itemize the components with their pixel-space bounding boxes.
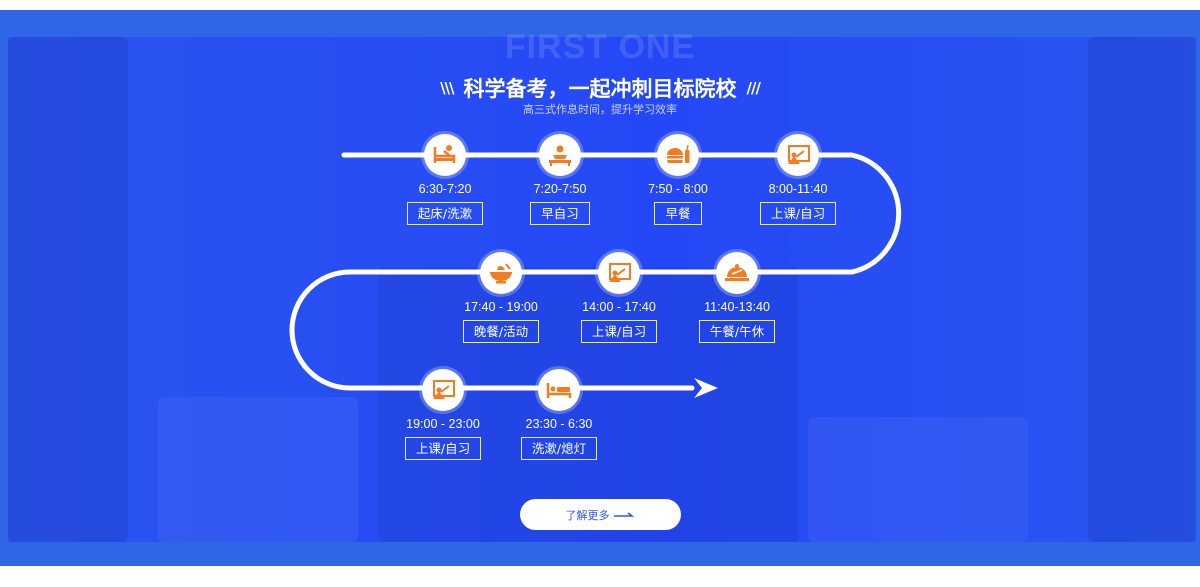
bed-icon bbox=[538, 369, 580, 411]
class-icon bbox=[777, 134, 819, 176]
schedule-label: 上课/自习 bbox=[404, 437, 482, 460]
schedule-label: 上课/自习 bbox=[759, 202, 837, 225]
schedule-time: 11:40-13:40 bbox=[704, 300, 770, 314]
schedule-item-7: 17:40 - 19:00 晚餐/活动 bbox=[436, 252, 566, 343]
lunch-icon bbox=[716, 252, 758, 294]
schedule-label: 上课/自习 bbox=[580, 320, 658, 343]
schedule-item-1: 6:30-7:20 起床/洗漱 bbox=[380, 134, 510, 225]
schedule-item-4: 8:00-11:40 上课/自习 bbox=[733, 134, 863, 225]
arrow-right-icon bbox=[613, 511, 634, 517]
schedule-item-2: 7:20-7:50 早自习 bbox=[495, 134, 625, 225]
schedule-time: 6:30-7:20 bbox=[418, 182, 472, 196]
schedule-time: 7:20-7:50 bbox=[533, 182, 587, 196]
title-text: 科学备考，一起冲刺目标院校 bbox=[463, 77, 737, 101]
page-title: \\\ 科学备考，一起冲刺目标院校 /// bbox=[0, 73, 1200, 103]
timeline-arrow-icon bbox=[694, 378, 718, 398]
schedule-time: 8:00-11:40 bbox=[768, 182, 828, 196]
schedule-item-9: 23:30 - 6:30 洗漱/熄灯 bbox=[494, 369, 624, 460]
class-icon bbox=[598, 252, 640, 294]
dinner-icon bbox=[480, 252, 522, 294]
page-subtitle: 高三式作息时间，提升学习效率 bbox=[523, 103, 677, 116]
schedule-item-5: 11:40-13:40 午餐/午休 bbox=[672, 252, 802, 343]
schedule-item-3: 7:50 - 8:00 早餐 bbox=[613, 134, 743, 225]
schedule-time: 17:40 - 19:00 bbox=[464, 300, 538, 314]
wake-up-icon bbox=[424, 134, 466, 176]
schedule-label: 早自习 bbox=[530, 202, 590, 225]
deco-left: \\\ bbox=[440, 79, 454, 97]
schedule-time: 14:00 - 17:40 bbox=[582, 300, 656, 314]
deco-right: /// bbox=[746, 79, 761, 97]
morning-study-icon bbox=[539, 134, 581, 176]
schedule-item-6: 14:00 - 17:40 上课/自习 bbox=[554, 252, 684, 343]
schedule-time: 23:30 - 6:30 bbox=[525, 417, 593, 431]
watermark-text: FIRST ONE bbox=[504, 28, 696, 66]
class-icon bbox=[422, 369, 464, 411]
schedule-time: 7:50 - 8:00 bbox=[648, 182, 708, 196]
schedule-item-8: 19:00 - 23:00 上课/自习 bbox=[378, 369, 508, 460]
learn-more-label: 了解更多 bbox=[565, 508, 610, 522]
learn-more-button[interactable]: 了解更多 bbox=[520, 499, 681, 530]
schedule-label: 午餐/午休 bbox=[698, 320, 776, 343]
breakfast-icon bbox=[657, 134, 699, 176]
schedule-label: 洗漱/熄灯 bbox=[520, 437, 598, 460]
schedule-time: 19:00 - 23:00 bbox=[406, 417, 480, 431]
schedule-label: 起床/洗漱 bbox=[406, 202, 484, 225]
schedule-label: 晚餐/活动 bbox=[462, 320, 540, 343]
schedule-label: 早餐 bbox=[654, 202, 702, 225]
